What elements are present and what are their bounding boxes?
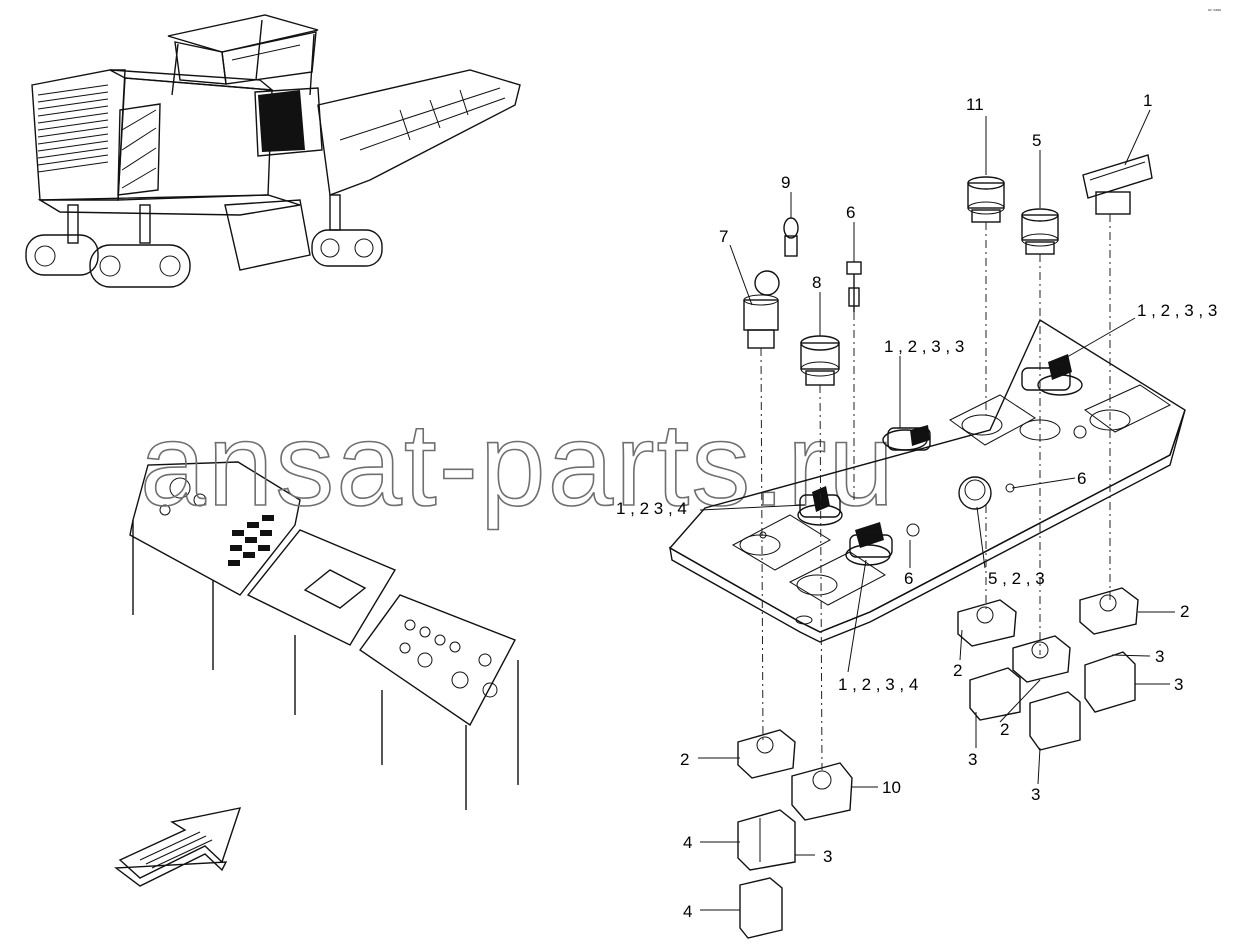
- exploded-parts: [743, 154, 1153, 386]
- callout-1: 1: [1143, 91, 1152, 110]
- callout-6-lower: 6: [904, 569, 913, 588]
- assembly-lines: [760, 214, 1111, 771]
- callout-3-mid: 3: [968, 750, 977, 769]
- operator-console-illustration: [129, 461, 519, 810]
- callout-8: 8: [812, 273, 821, 292]
- callout-4-lower: 4: [683, 902, 692, 921]
- callout-6-top: 6: [846, 203, 855, 222]
- callout-11: 11: [966, 95, 984, 114]
- callout-3-right-top: 3: [1155, 647, 1164, 666]
- callout-2-left: 2: [680, 750, 689, 769]
- callout-labels: 11 5 1 9 6 7 8 1 , 2 , 3 , 3 1 , 2 , 3 ,…: [616, 91, 1217, 921]
- switch-panel-plate: [668, 318, 1186, 643]
- milling-machine-illustration: [25, 14, 521, 288]
- callout-523: 5 , 2 , 3: [988, 569, 1045, 588]
- callout-1234-bottom: 1 , 2 , 3 , 4: [838, 675, 918, 694]
- callout-3-lower: 3: [1031, 785, 1040, 804]
- callout-2-mid: 2: [953, 661, 962, 680]
- callout-1233-center: 1 , 2 , 3 , 3: [884, 337, 964, 356]
- panel-selector-switches: [797, 354, 1083, 566]
- corner-mark: ᵃᵒ ⁵ᵃᵃᵃ: [1208, 8, 1221, 14]
- callout-1233-right: 1 , 2 , 3 , 3: [1137, 301, 1217, 320]
- callout-5: 5: [1032, 131, 1041, 150]
- callout-9: 9: [781, 173, 790, 192]
- view-direction-arrow: [114, 807, 242, 887]
- callout-2-right: 2: [1180, 602, 1189, 621]
- contact-blocks: [737, 587, 1139, 939]
- watermark: ansat-parts.ru: [140, 399, 896, 531]
- callout-3-right-bottom: 3: [1174, 675, 1183, 694]
- callout-3-left: 3: [823, 847, 832, 866]
- leader-lines: [698, 109, 1175, 911]
- callout-4-upper: 4: [683, 833, 692, 852]
- callout-2-lower: 2: [1000, 720, 1009, 739]
- callout-6-right: 6: [1077, 469, 1086, 488]
- callout-7: 7: [719, 227, 728, 246]
- callout-1234-left: 1 , 2 3 , 4: [616, 499, 687, 518]
- callout-10: 10: [882, 778, 901, 797]
